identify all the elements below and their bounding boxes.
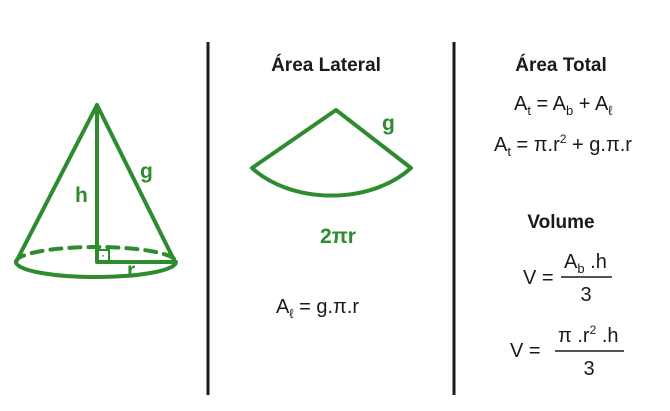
right-angle-marker — [96, 249, 110, 263]
volume-1-lhs: V = — [523, 267, 554, 289]
cone-base-front — [14, 260, 178, 279]
total-area-formula-2: At = π.r2 + g.π.r — [494, 132, 632, 159]
lateral-area-formula: Aℓ = g.π.r — [276, 296, 359, 321]
sector-slant-label: g — [382, 112, 395, 135]
volume-1-numerator: Ab .h — [564, 251, 607, 276]
cone-slant-label: g — [140, 160, 153, 183]
volume-2-denominator: 3 — [583, 358, 594, 380]
right-angle-dot: · — [101, 248, 105, 262]
volume-formula-2: V = π .r2 .h 3 — [510, 323, 624, 380]
volume-2-numerator: π .r2 .h — [558, 323, 619, 347]
sector-arc-label: 2πr — [320, 225, 356, 248]
lateral-heading: Área Lateral — [271, 54, 381, 76]
volume-heading: Volume — [527, 212, 594, 233]
sector-shape — [250, 108, 413, 198]
volume-formula-1: V = Ab .h 3 — [523, 251, 612, 306]
total-heading: Área Total — [515, 54, 607, 76]
volume-2-lhs: V = — [510, 340, 541, 362]
cone-radius-label: r — [127, 259, 135, 282]
total-area-formula-1: At = Ab + Aℓ — [514, 93, 613, 118]
cone-figure: · h g r — [14, 103, 178, 282]
lateral-sector: g 2πr — [250, 108, 413, 248]
cone-height-label: h — [75, 184, 88, 207]
volume-1-denominator: 3 — [580, 284, 591, 306]
